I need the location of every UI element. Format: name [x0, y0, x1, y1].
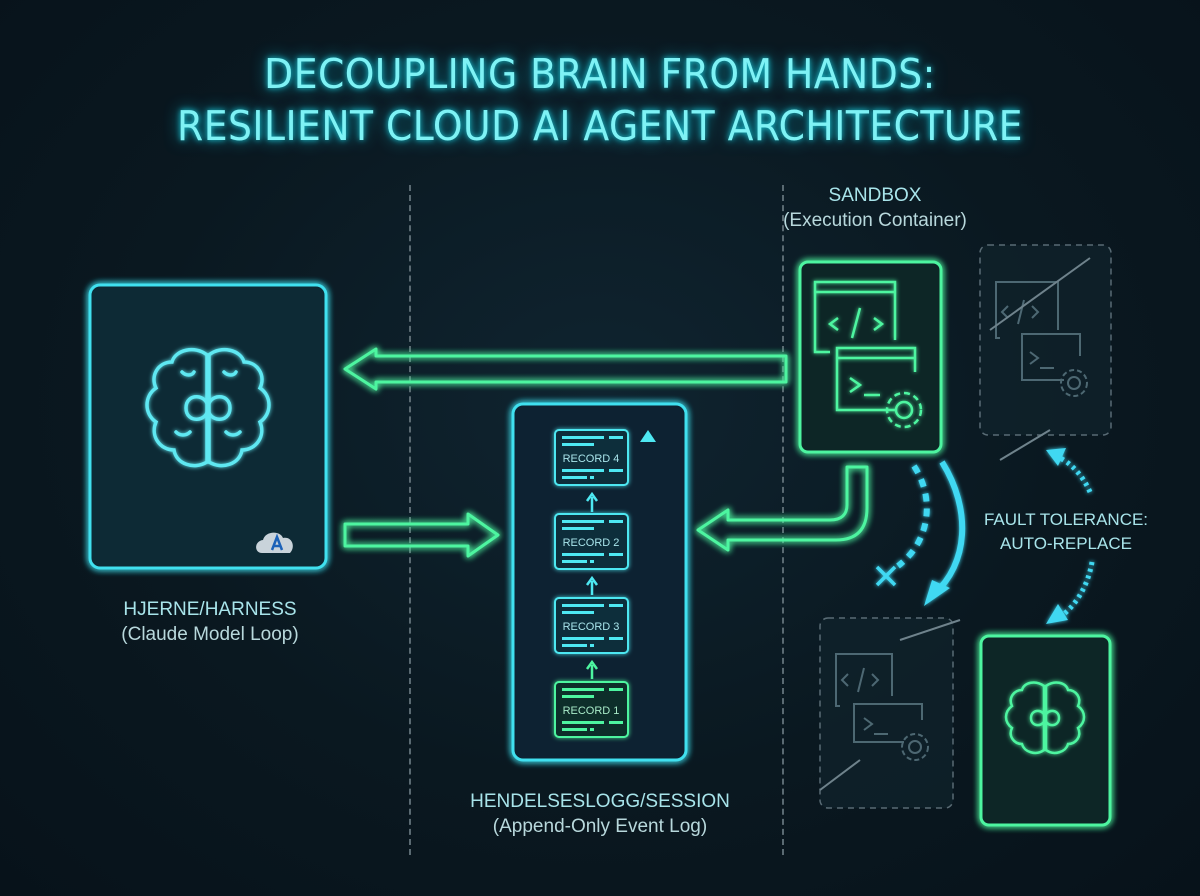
harness-label: HJERNE/HARNESS (Claude Model Loop): [60, 597, 360, 647]
arrow-sandbox-to-session: [696, 465, 869, 552]
failover-arrows: [875, 448, 1095, 624]
terminal-window-icon: [835, 346, 917, 412]
sandbox-box[interactable]: [798, 260, 943, 454]
record-card[interactable]: RECORD 2: [554, 513, 629, 570]
harness-subtitle: (Claude Model Loop): [121, 624, 299, 645]
sandbox-title: SANDBOX: [828, 185, 922, 206]
fault-tolerance-label: FAULT TOLERANCE: AUTO-REPLACE: [976, 508, 1156, 556]
code-window-icon: [813, 280, 897, 354]
fault-tolerance-line-2: AUTO-REPLACE: [1000, 534, 1132, 553]
brain-infinity-icon: [145, 347, 271, 468]
session-label: HENDELSESLOGG/SESSION (Append-Only Event…: [420, 789, 780, 839]
record-label: RECORD 3: [563, 621, 620, 633]
brain-infinity-icon: [1004, 681, 1086, 755]
session-subtitle: (Append-Only Event Log): [492, 816, 708, 837]
arrow-sandbox-to-harness: [343, 347, 788, 391]
record-label: RECORD 2: [563, 537, 620, 549]
session-title: HENDELSESLOGG/SESSION: [470, 791, 730, 812]
sandbox-label: SANDBOX (Execution Container): [760, 183, 990, 233]
harness-box[interactable]: [88, 283, 328, 570]
record-label: RECORD 1: [563, 705, 620, 717]
sandbox-subtitle: (Execution Container): [783, 210, 967, 231]
session-box[interactable]: RECORD 4 RECORD 2 RECORD 3 RECORD 1: [511, 402, 688, 762]
failed-sandbox-top: [979, 244, 1112, 461]
divider-left: [409, 185, 411, 855]
title-line-1: DECOUPLING BRAIN FROM HANDS:: [264, 50, 936, 98]
harness-title: HJERNE/HARNESS: [123, 599, 297, 620]
replacement-harness-box[interactable]: [979, 634, 1112, 827]
diagram-title: DECOUPLING BRAIN FROM HANDS: RESILIENT C…: [48, 48, 1152, 152]
title-line-2: RESILIENT CLOUD AI AGENT ARCHITECTURE: [177, 102, 1023, 150]
record-label: RECORD 4: [563, 453, 620, 465]
gear-icon: [885, 391, 923, 429]
record-card[interactable]: RECORD 3: [554, 597, 629, 654]
failed-sandbox-bottom: [819, 617, 961, 809]
cloud-a-logo: [256, 532, 293, 553]
record-card-latest[interactable]: RECORD 1: [554, 681, 629, 738]
record-card[interactable]: RECORD 4: [554, 429, 629, 486]
arrow-harness-to-session: [343, 512, 500, 558]
fault-tolerance-line-1: FAULT TOLERANCE:: [983, 510, 1149, 529]
